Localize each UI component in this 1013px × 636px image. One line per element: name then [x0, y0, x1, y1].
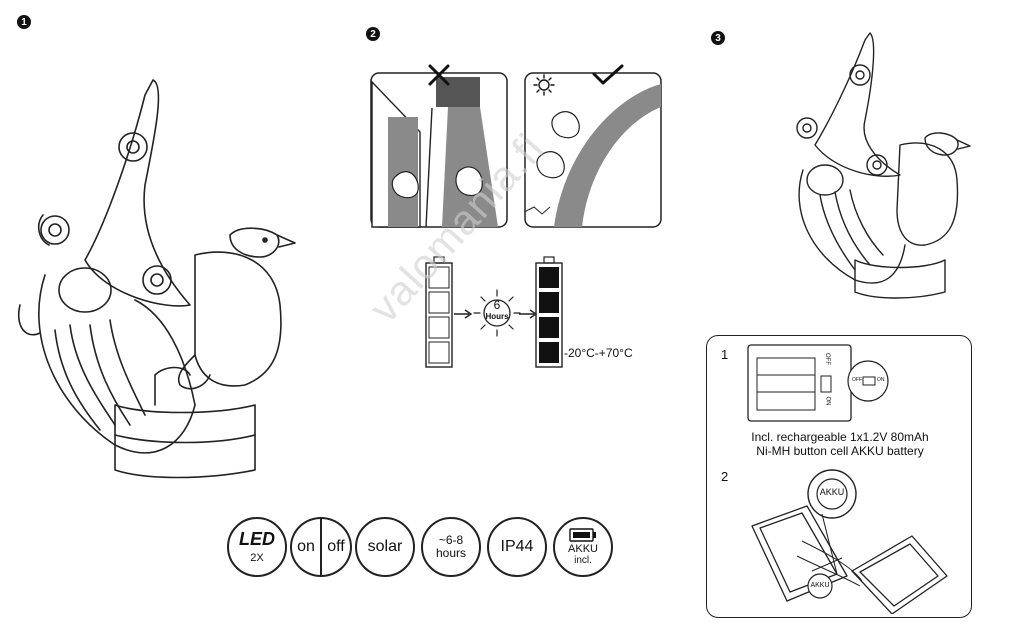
on-off-divider: [320, 519, 322, 575]
compartment-off-label: OFF: [824, 353, 830, 365]
battery-info-box: 1 OFF ON OFF ON Incl. rechargeable 1x1.2…: [706, 335, 972, 618]
badge-ip44: IP44: [487, 517, 547, 577]
battery-compartment-diagram: [747, 344, 852, 422]
badge-hours: ~6-8 hours: [421, 517, 481, 577]
battery-spec-line1: Incl. rechargeable 1x1.2V 80mAh: [751, 430, 929, 444]
placement-correct-diagram: [524, 72, 662, 228]
badge-led: LED 2X: [227, 517, 287, 577]
led-label: LED: [239, 529, 275, 550]
solar-label: solar: [367, 538, 403, 556]
charging-hours-unit: Hours: [485, 312, 509, 321]
badge-on-off: on off: [290, 517, 352, 577]
led-count: 2X: [250, 551, 264, 564]
toggle-switch-detail: [847, 360, 889, 402]
check-icon: [592, 64, 624, 85]
off-label: off: [327, 538, 345, 556]
cross-icon: [428, 64, 450, 86]
battery-replacement-diagram: [751, 469, 948, 614]
battery-full-icon: [535, 256, 563, 368]
akku-label-cell: AKKU: [810, 582, 830, 589]
charging-sun-icon: [473, 289, 521, 337]
charging-hours-value: 6: [493, 298, 501, 312]
akku-label-zoom: AKKU: [819, 487, 845, 497]
info-item-2-number: 2: [721, 469, 729, 484]
hours-label: hours: [435, 546, 467, 560]
arrow-icon: [454, 309, 473, 319]
ip-rating: IP44: [500, 538, 534, 556]
badge-akku: AKKU incl.: [553, 517, 613, 577]
battery-empty-icon: [425, 256, 453, 368]
battery-spec-line2: Ni-MH button cell AKKU battery: [756, 444, 924, 458]
badge-solar: solar: [355, 517, 415, 577]
sun-icon: [533, 74, 555, 96]
step-3-number: 3: [711, 31, 725, 45]
gnome-illustration-front: [18, 79, 296, 479]
placement-wrong-diagram: [370, 72, 508, 228]
toggle-off-label: OFF: [852, 377, 862, 383]
step-2-number: 2: [366, 27, 380, 41]
akku-incl-label: incl.: [574, 555, 592, 567]
toggle-on-label: ON: [877, 377, 885, 383]
step-1-number: 1: [17, 15, 31, 29]
on-label: on: [297, 538, 315, 556]
akku-label: AKKU: [568, 542, 598, 555]
temperature-range: -20°C-+70°C: [564, 346, 633, 360]
gnome-illustration-angle: [796, 32, 971, 299]
battery-icon: [569, 528, 596, 542]
hours-range: ~6-8: [438, 532, 464, 547]
info-item-1-number: 1: [721, 347, 729, 362]
compartment-on-label: ON: [824, 396, 831, 406]
